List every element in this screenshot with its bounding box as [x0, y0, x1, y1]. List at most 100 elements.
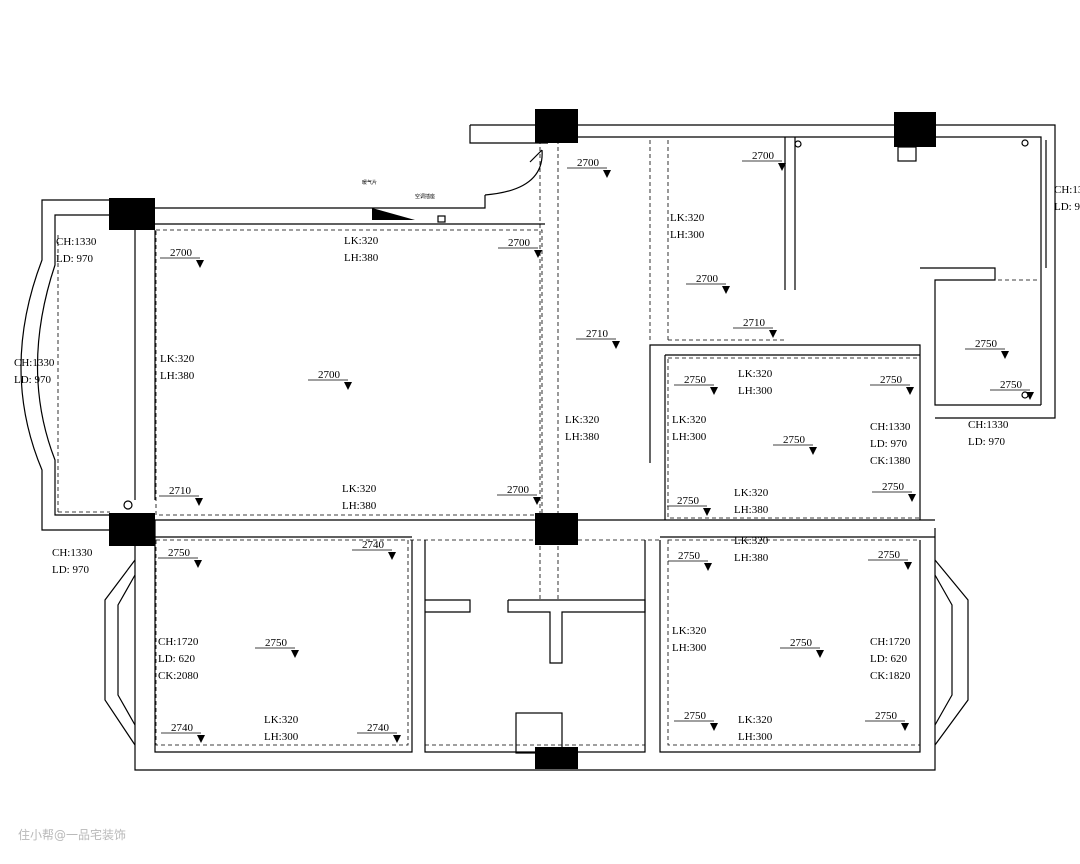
- height-mark-label: 2750: [882, 481, 905, 493]
- ceiling-height-mark: 2710: [733, 317, 777, 338]
- inner-wall-bottom-mid: [424, 540, 646, 753]
- ceiling-height-mark: 2740: [357, 722, 401, 743]
- ceiling-height-mark: 2750: [780, 637, 824, 658]
- bay-window-left-bottom-inner: [117, 574, 136, 726]
- dimension-note-line: CH:1720: [870, 636, 911, 648]
- ceiling-height-mark: 2750: [773, 434, 817, 455]
- bay-window-right-inner: [934, 574, 953, 726]
- height-mark-label: 2700: [318, 369, 341, 381]
- watermark: 住小帮@一品宅装饰: [18, 828, 127, 842]
- entry-door-leaf: [529, 149, 543, 163]
- ceiling-height-mark: 2700: [498, 237, 542, 258]
- dimension-note-line: LH:300: [672, 642, 707, 654]
- dimension-note-line: LD: 970: [968, 436, 1005, 448]
- dimension-note-line: LD: 9: [1054, 201, 1080, 213]
- height-mark-label: 2700: [507, 484, 530, 496]
- ceiling-height-mark: 2700: [742, 150, 786, 171]
- ceiling-height-mark: 2700: [308, 369, 352, 390]
- dimension-note-line: CH:1330: [52, 547, 93, 559]
- column: [535, 513, 578, 545]
- inner-wall-bottom: [154, 520, 413, 753]
- height-mark-label: 2750: [168, 547, 191, 559]
- height-mark-label: 2750: [790, 637, 813, 649]
- height-mark-label: 2750: [878, 549, 901, 561]
- height-mark-label: 2710: [743, 317, 766, 329]
- ceiling-height-mark: 2750: [872, 481, 916, 502]
- inner-wall-top: [560, 136, 1042, 405]
- column: [894, 112, 936, 147]
- ceiling-height-mark: 2700: [497, 484, 541, 505]
- dimension-note-line: LK:320: [344, 235, 379, 247]
- height-mark-label: 2750: [678, 550, 701, 562]
- height-marks: 2700 2700 2700 2700 2700 2710 2710 2700 2750 2750…: [158, 150, 1034, 743]
- height-mark-label: 2750: [684, 710, 707, 722]
- height-mark-label: 2750: [265, 637, 288, 649]
- outer-wall-top-right: [469, 125, 548, 144]
- dimension-note-line: CH:1720: [158, 636, 199, 648]
- ceiling-height-mark: 2750: [158, 547, 202, 568]
- ceiling-height-mark: 2700: [160, 247, 204, 268]
- dashed-lines: [57, 140, 1040, 746]
- bay-window-right: [934, 559, 969, 746]
- partition: [425, 599, 471, 613]
- outlet-label: 空调插座: [415, 193, 435, 200]
- height-mark-label: 2700: [170, 247, 193, 259]
- ceiling-height-mark: 2700: [686, 273, 730, 294]
- dimension-note-line: LK:320: [672, 625, 707, 637]
- height-mark-label: 2750: [783, 434, 806, 446]
- height-mark-label: 2710: [169, 485, 192, 497]
- height-mark-label: 2700: [696, 273, 719, 285]
- ceiling-height-mark: 2750: [865, 710, 909, 731]
- dimension-note-line: LH:380: [734, 504, 769, 516]
- dimension-note-line: CH:13: [1054, 184, 1080, 196]
- columns: [109, 109, 936, 769]
- bath-wall: [920, 267, 1041, 406]
- dimension-note-line: LH:300: [264, 731, 299, 743]
- dimension-note-line: CH:1330: [968, 419, 1009, 431]
- column-marker: [794, 140, 802, 148]
- column: [109, 198, 155, 230]
- dimension-note-line: LK:320: [264, 714, 299, 726]
- dimension-note-line: CK:1380: [870, 455, 911, 467]
- dimension-note-line: LH:380: [342, 500, 377, 512]
- height-mark-label: 2710: [586, 328, 609, 340]
- outer-wall-bottom: [134, 520, 936, 771]
- ceiling-height-mark: 2740: [352, 539, 396, 560]
- height-mark-label: 2750: [1000, 379, 1023, 391]
- radiator-label: 暖气片: [362, 179, 377, 186]
- entry-door-arc: [484, 149, 543, 196]
- height-mark-label: 2750: [975, 338, 998, 350]
- dimension-note-line: LK:320: [670, 212, 705, 224]
- dimension-note-line: CH:1330: [14, 357, 55, 369]
- radiator-symbol: [372, 208, 415, 220]
- ceiling-height-mark: 2750: [965, 338, 1009, 359]
- dimension-note-line: CK:2080: [158, 670, 199, 682]
- bedroom-wall: [649, 344, 921, 520]
- height-mark-label: 2700: [508, 237, 531, 249]
- height-mark-label: 2750: [684, 374, 707, 386]
- dimension-note-line: LH:300: [670, 229, 705, 241]
- dimension-note-line: LD: 620: [158, 653, 195, 665]
- ceiling-height-mark: 2750: [255, 637, 299, 658]
- column-marker: [123, 500, 133, 510]
- ceiling-height-mark: 2750: [667, 495, 711, 516]
- height-mark-label: 2740: [171, 722, 194, 734]
- dimension-note-line: CH:1330: [56, 236, 97, 248]
- dimension-note-line: CK:1820: [870, 670, 911, 682]
- column: [109, 513, 155, 546]
- ceiling-height-mark: 2750: [870, 374, 914, 395]
- ceiling-height-mark: 2750: [674, 374, 718, 395]
- dimension-note-line: LH:380: [565, 431, 600, 443]
